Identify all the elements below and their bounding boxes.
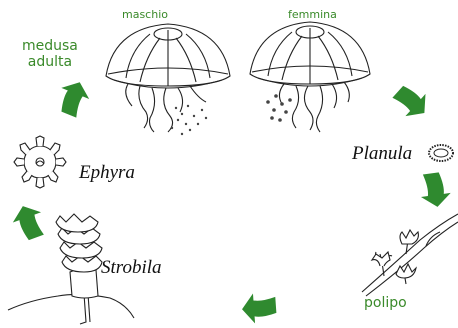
ephyra-icon	[14, 136, 66, 188]
male-gametes	[171, 105, 207, 135]
arrow-icon	[241, 292, 277, 324]
arrow-icon	[389, 79, 434, 124]
polyp-label: polipo	[364, 296, 407, 310]
strobila-label: Strobila	[101, 258, 162, 277]
male-medusa-icon	[106, 24, 230, 132]
male-label: maschio	[122, 9, 168, 20]
ephyra-label: Ephyra	[79, 163, 135, 182]
polyp-icon	[362, 214, 458, 296]
arrow-icon	[53, 77, 94, 120]
adult-medusa-label: medusa adulta	[22, 38, 78, 70]
arrow-icon	[418, 171, 452, 209]
female-label: femmina	[288, 9, 337, 20]
planula-icon	[429, 145, 453, 161]
arrow-icon	[9, 201, 49, 243]
adult-medusa-label-line2: adulta	[22, 54, 78, 70]
planula-label: Planula	[352, 144, 412, 163]
female-medusa-icon	[250, 22, 370, 132]
female-gametes	[266, 94, 292, 122]
adult-medusa-label-line1: medusa	[22, 38, 78, 54]
